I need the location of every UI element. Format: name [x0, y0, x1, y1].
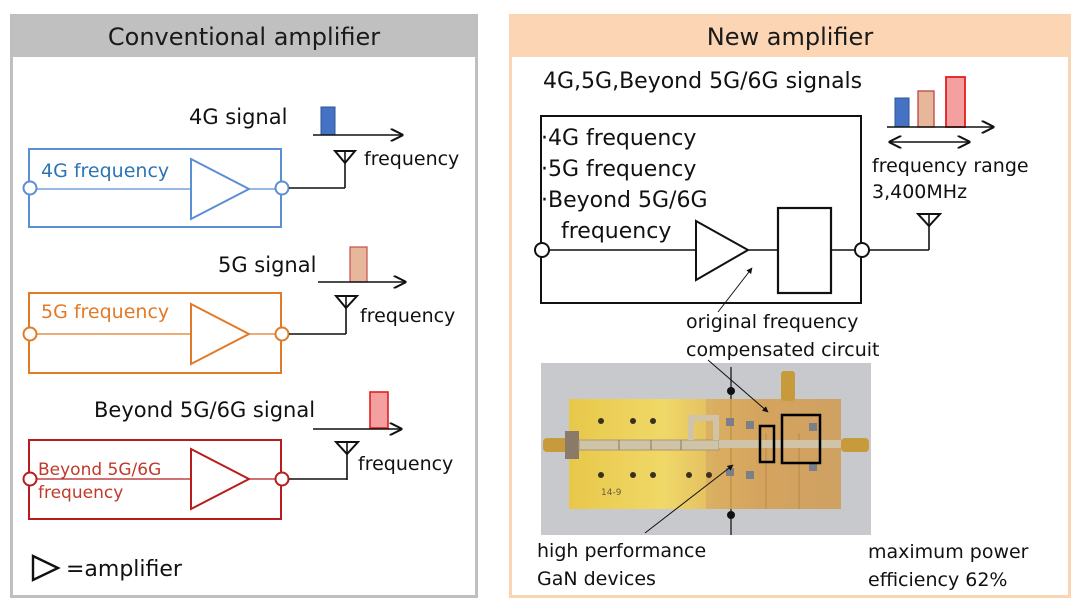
block-6g: Beyond 5G/6G signal frequency Beyond 5G/…: [22, 391, 453, 520]
efficiency-label-line1: maximum power: [868, 541, 1029, 563]
board-circuit-callout-arrow: [707, 359, 769, 413]
compensated-circuit-highlight-box: [780, 413, 822, 465]
frequency-label-5g: 5G frequency: [41, 301, 169, 323]
via-holes: [598, 418, 712, 478]
compensated-circuit-block: [776, 206, 833, 295]
output-port-icon: [274, 471, 290, 487]
output-port-icon: [854, 242, 870, 258]
efficiency-label-line2: efficiency 62%: [868, 569, 1007, 591]
bullet-6g-frequency-cont: frequency: [561, 219, 671, 244]
spectrum-bar-5g: [917, 90, 935, 128]
multiband-amplifier-box: [540, 115, 862, 304]
amplifier-board-photo: 14-9: [541, 363, 871, 535]
conventional-amplifier-title: Conventional amplifier: [13, 17, 475, 57]
amplifier-legend-icon: [31, 554, 61, 582]
signals-label: 4G,5G,Beyond 5G/6G signals: [543, 69, 862, 94]
amplifier-triangle-icon: [190, 157, 252, 221]
signal-label-4g: 4G signal: [189, 105, 287, 129]
amplifier-triangle-icon: [695, 219, 751, 282]
frequency-label-6g-line2: frequency: [38, 483, 123, 503]
spectrum-bar-4g: [894, 97, 910, 128]
frequency-range-label: frequency range: [872, 155, 1029, 177]
input-port-icon: [22, 180, 38, 196]
new-amplifier-title: New amplifier: [512, 17, 1068, 57]
amplifier-legend: =amplifier: [31, 554, 183, 582]
signal-spectrum: [887, 76, 993, 142]
pcb-illustration: 14-9: [541, 363, 871, 535]
amplifier-legend-label: =amplifier: [66, 557, 183, 582]
frequency-range-value: 3,400MHz: [872, 181, 967, 203]
board-marking: 14-9: [601, 488, 622, 498]
conventional-amplifier-panel: Conventional amplifier: [10, 14, 478, 598]
gan-device-callout-arrow: [644, 464, 734, 534]
antenna-icon: [333, 295, 360, 334]
signal-bar-6g: [369, 391, 389, 429]
input-port-icon: [22, 471, 38, 487]
axis-label-4g: frequency: [364, 148, 459, 170]
gan-label-line2: GaN devices: [537, 568, 656, 590]
input-port-icon: [534, 242, 550, 258]
bullet-4g-frequency: ·4G frequency: [541, 126, 696, 151]
antenna-icon: [915, 213, 943, 250]
gan-device-highlight-box: [758, 424, 776, 464]
signal-bar-4g: [320, 106, 336, 136]
output-port-icon: [274, 180, 290, 196]
bullet-5g-frequency: ·5G frequency: [541, 157, 696, 182]
signal-label-5g: 5G signal: [218, 253, 316, 277]
circuit-label-line1: original frequency: [686, 311, 858, 333]
axis-label-5g: frequency: [360, 305, 455, 327]
block-4g: 4G signal frequency 4G frequency: [22, 105, 459, 228]
signal-bar-5g: [349, 246, 368, 283]
spectrum-bar-6g: [945, 76, 966, 128]
antenna-icon: [332, 150, 358, 188]
bullet-6g-frequency: ·Beyond 5G/6G: [541, 188, 708, 213]
circuit-label-line2: compensated circuit: [686, 339, 880, 361]
antenna-icon: [333, 441, 361, 480]
axis-label-6g: frequency: [358, 453, 453, 475]
gan-label-line1: high performance: [537, 540, 706, 562]
block-5g: 5G signal frequency 5G frequency: [22, 246, 455, 374]
signal-label-6g: Beyond 5G/6G signal: [94, 398, 315, 422]
amplifier-triangle-icon: [190, 302, 252, 366]
output-port-icon: [274, 326, 290, 342]
input-connector: [543, 438, 569, 452]
frequency-label-6g-line1: Beyond 5G/6G: [38, 460, 161, 480]
compensated-circuit-callout-arrow: [717, 267, 753, 313]
input-port-icon: [22, 326, 38, 342]
frequency-label-4g: 4G frequency: [41, 160, 169, 182]
amplifier-triangle-icon: [190, 447, 252, 511]
output-connector: [841, 438, 869, 452]
